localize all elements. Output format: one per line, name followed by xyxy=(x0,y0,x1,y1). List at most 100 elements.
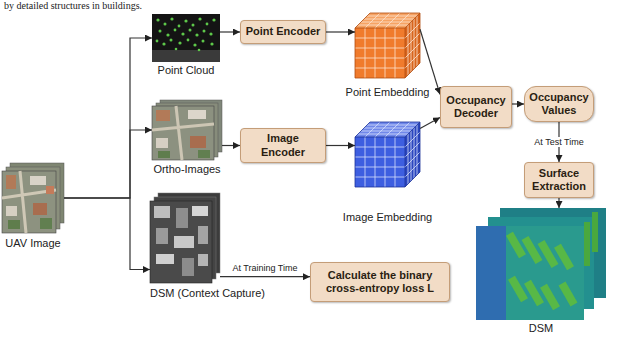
drawing-g xyxy=(156,17,216,51)
flow-arrow xyxy=(64,198,150,270)
drawing-rect xyxy=(554,244,574,271)
process-box: Image Encoder xyxy=(240,128,326,163)
drawing-rect xyxy=(152,50,220,62)
drawing-rect xyxy=(476,226,506,320)
drawing-rect xyxy=(176,208,188,228)
flow-arrow xyxy=(64,38,152,198)
drawing-path xyxy=(355,122,420,187)
drawing-circle xyxy=(170,17,173,20)
drawing-rect xyxy=(540,284,560,311)
flow-arrow xyxy=(220,31,240,32)
ortho-image-stack xyxy=(152,100,222,160)
drawing-circle xyxy=(159,30,162,33)
drawing-rect xyxy=(192,206,208,216)
drawing-rect xyxy=(150,201,212,283)
rounded-box: Occupancy Values xyxy=(524,86,594,122)
drawing-rect xyxy=(8,220,20,229)
figure-panel: DSM xyxy=(476,208,606,320)
drawing-circle xyxy=(156,40,159,43)
drawing-circle xyxy=(203,30,206,33)
drawing-rect xyxy=(182,258,194,276)
drawing-circle xyxy=(210,42,213,45)
drawing-g xyxy=(584,212,598,266)
figure-caption: Ortho-Images xyxy=(153,163,220,176)
edge-label: At Test Time xyxy=(532,137,585,148)
drawing-rect xyxy=(198,254,208,266)
drawing-circle xyxy=(170,39,173,42)
figure-caption: Image Embedding xyxy=(343,211,432,224)
drawing-circle xyxy=(164,23,167,26)
drawing-rect xyxy=(506,232,526,259)
figure-panel: DSM (Context Capture) xyxy=(150,193,220,283)
box-label: Image Encoder xyxy=(245,132,321,158)
drawing-circle xyxy=(162,42,165,45)
drawing-rect xyxy=(190,136,206,148)
drawing-circle xyxy=(178,41,181,44)
drawing-circle xyxy=(209,32,212,35)
flow-arrow xyxy=(512,103,524,104)
drawing-circle xyxy=(198,17,201,20)
figure-panel: Ortho-Images xyxy=(152,100,222,160)
drawing-rect xyxy=(476,226,584,320)
image-embedding-cube xyxy=(355,122,420,187)
drawing-rect xyxy=(156,254,174,264)
drawing-rect xyxy=(198,226,208,244)
box-label: Surface Extraction xyxy=(529,167,589,193)
flow-arrow xyxy=(222,145,240,146)
drawing-rect xyxy=(584,222,590,266)
edge-label: At Training Time xyxy=(230,263,299,274)
drawing-circle xyxy=(178,25,181,28)
drawing-circle xyxy=(174,29,177,32)
box-label: Point Encoder xyxy=(246,25,321,38)
flow-arrow xyxy=(420,29,440,94)
drawing-path xyxy=(152,106,214,160)
box-label: Occupancy Decoder xyxy=(445,94,507,120)
process-box: Point Encoder xyxy=(240,20,326,44)
flow-arrow xyxy=(326,31,355,32)
drawing-rect xyxy=(158,151,170,158)
figure-caption: Point Cloud xyxy=(158,64,215,77)
drawing-rect xyxy=(152,14,220,62)
drawing-path xyxy=(355,13,420,78)
flow-arrow xyxy=(64,130,152,198)
drawing-circle xyxy=(202,40,205,43)
drawing-rect xyxy=(156,110,170,121)
drawing-circle xyxy=(181,32,184,35)
flow-arrow xyxy=(558,198,559,208)
drawing-circle xyxy=(206,23,209,26)
drawing-rect xyxy=(6,206,17,216)
drawing-circle xyxy=(193,43,196,46)
drawing-circle xyxy=(192,24,195,27)
box-label: Occupancy Values xyxy=(529,91,589,117)
drawing-rect xyxy=(33,203,47,215)
figure-caption: Point Embedding xyxy=(346,86,430,99)
point-embedding-cube xyxy=(355,13,420,78)
flow-arrow xyxy=(326,145,355,146)
drawing-rect xyxy=(156,228,168,244)
flow-arrow xyxy=(220,276,310,277)
drawing-rect xyxy=(524,280,544,307)
drawing-circle xyxy=(189,29,192,32)
drawing-circle xyxy=(166,33,169,36)
drawing-rect xyxy=(188,110,206,119)
drawing-rect xyxy=(46,186,54,194)
drawing-rect xyxy=(538,240,559,268)
figure-panel: UAV Image xyxy=(2,163,64,233)
process-box: Surface Extraction xyxy=(524,162,594,198)
figure-panel: Point Cloud xyxy=(152,14,220,62)
dsm-output-stack xyxy=(476,208,606,320)
figure-caption: DSM xyxy=(529,322,553,335)
process-box: Calculate the binary cross-entropy loss … xyxy=(310,262,450,302)
uav-image-stack xyxy=(2,163,64,233)
figure-caption: UAV Image xyxy=(5,237,60,250)
drawing-path xyxy=(2,171,56,233)
drawing-rect xyxy=(40,218,52,229)
drawing-circle xyxy=(175,48,178,51)
drawing-circle xyxy=(195,33,198,36)
drawing-circle xyxy=(156,18,159,21)
drawing-rect xyxy=(355,28,405,78)
drawing-g xyxy=(506,232,577,311)
drawing-rect xyxy=(355,137,405,187)
drawing-rect xyxy=(6,175,16,189)
